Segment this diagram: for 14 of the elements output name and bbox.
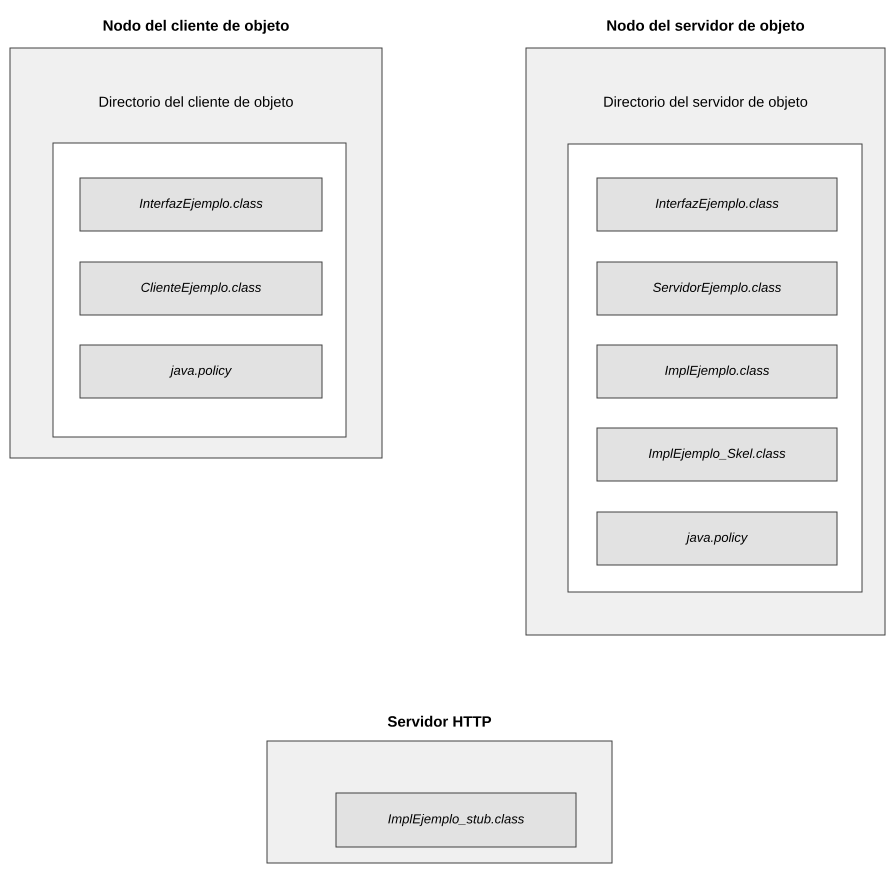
directory-label: Directorio del cliente de objeto — [100, 96, 293, 110]
node-heading: Nodo del cliente de objeto — [104, 20, 289, 34]
node-heading: Servidor HTTP — [388, 716, 492, 727]
file-box: InterfazEjemplo.class — [596, 178, 838, 232]
file-box: InterfazEjemplo.class — [80, 178, 322, 232]
file-box: ImplEjemplo.class — [596, 344, 838, 398]
file-box: ImplEjemplo_Skel.class — [596, 428, 838, 482]
directory-label: Directorio del servidor de objeto — [604, 96, 808, 110]
node-heading: Nodo del servidor de objeto — [607, 20, 804, 34]
file-box: ImplEjemplo_stub.class — [336, 792, 576, 848]
file-box: ServidorEjemplo.class — [596, 262, 838, 316]
file-box: java.policy — [596, 512, 838, 566]
file-box: ClienteEjemplo.class — [80, 262, 322, 316]
file-box: java.policy — [80, 344, 322, 398]
